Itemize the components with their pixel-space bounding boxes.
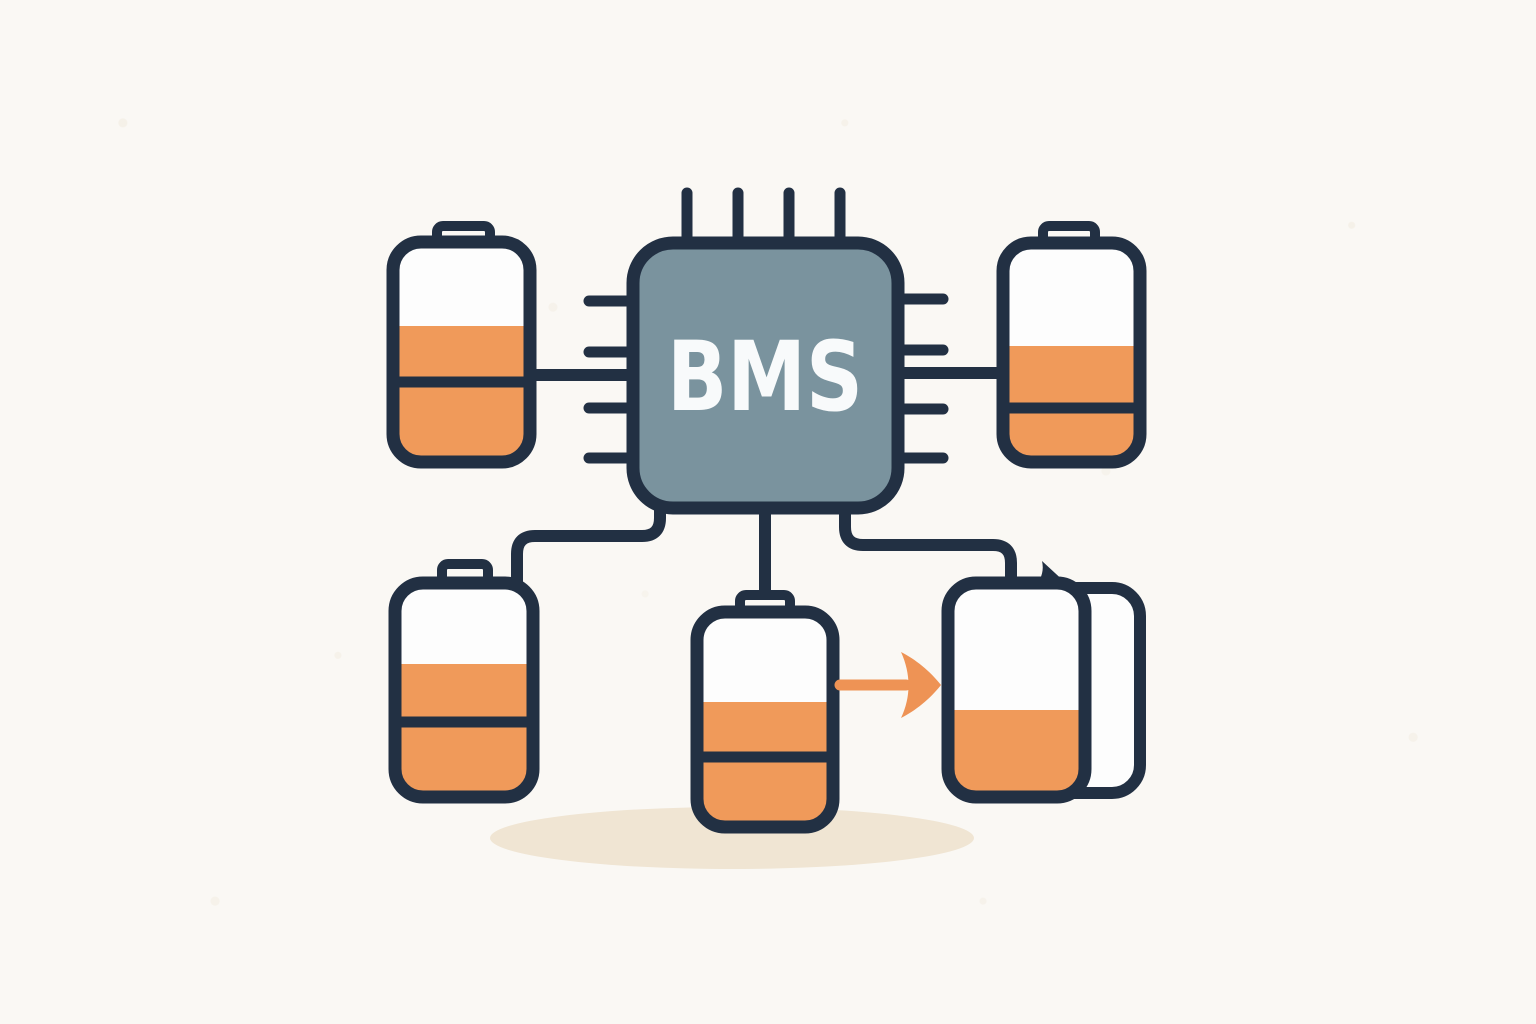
battery-charge-fill [697,702,833,827]
chip-label: BMS [667,321,863,433]
battery-top-right [996,221,1147,469]
bms-chip: BMS [626,236,905,515]
battery-bottom-left [388,559,540,804]
wires [511,367,1017,606]
battery-charge-fill [393,326,530,462]
chip-body [626,236,905,515]
battery-charge-fill [395,664,533,797]
battery-top-left [386,221,537,469]
ground-shadow [490,807,974,869]
wire-fin-notch [1036,561,1068,585]
balance-arrow-icon [834,652,941,718]
wire-chip-to-bottom-left-battery [511,498,666,589]
battery-bottom-right [941,561,1146,804]
battery-bottom-center [690,590,840,834]
battery-charge-fill [948,710,1085,797]
wire-chip-to-bottom-right-battery [839,498,1017,589]
